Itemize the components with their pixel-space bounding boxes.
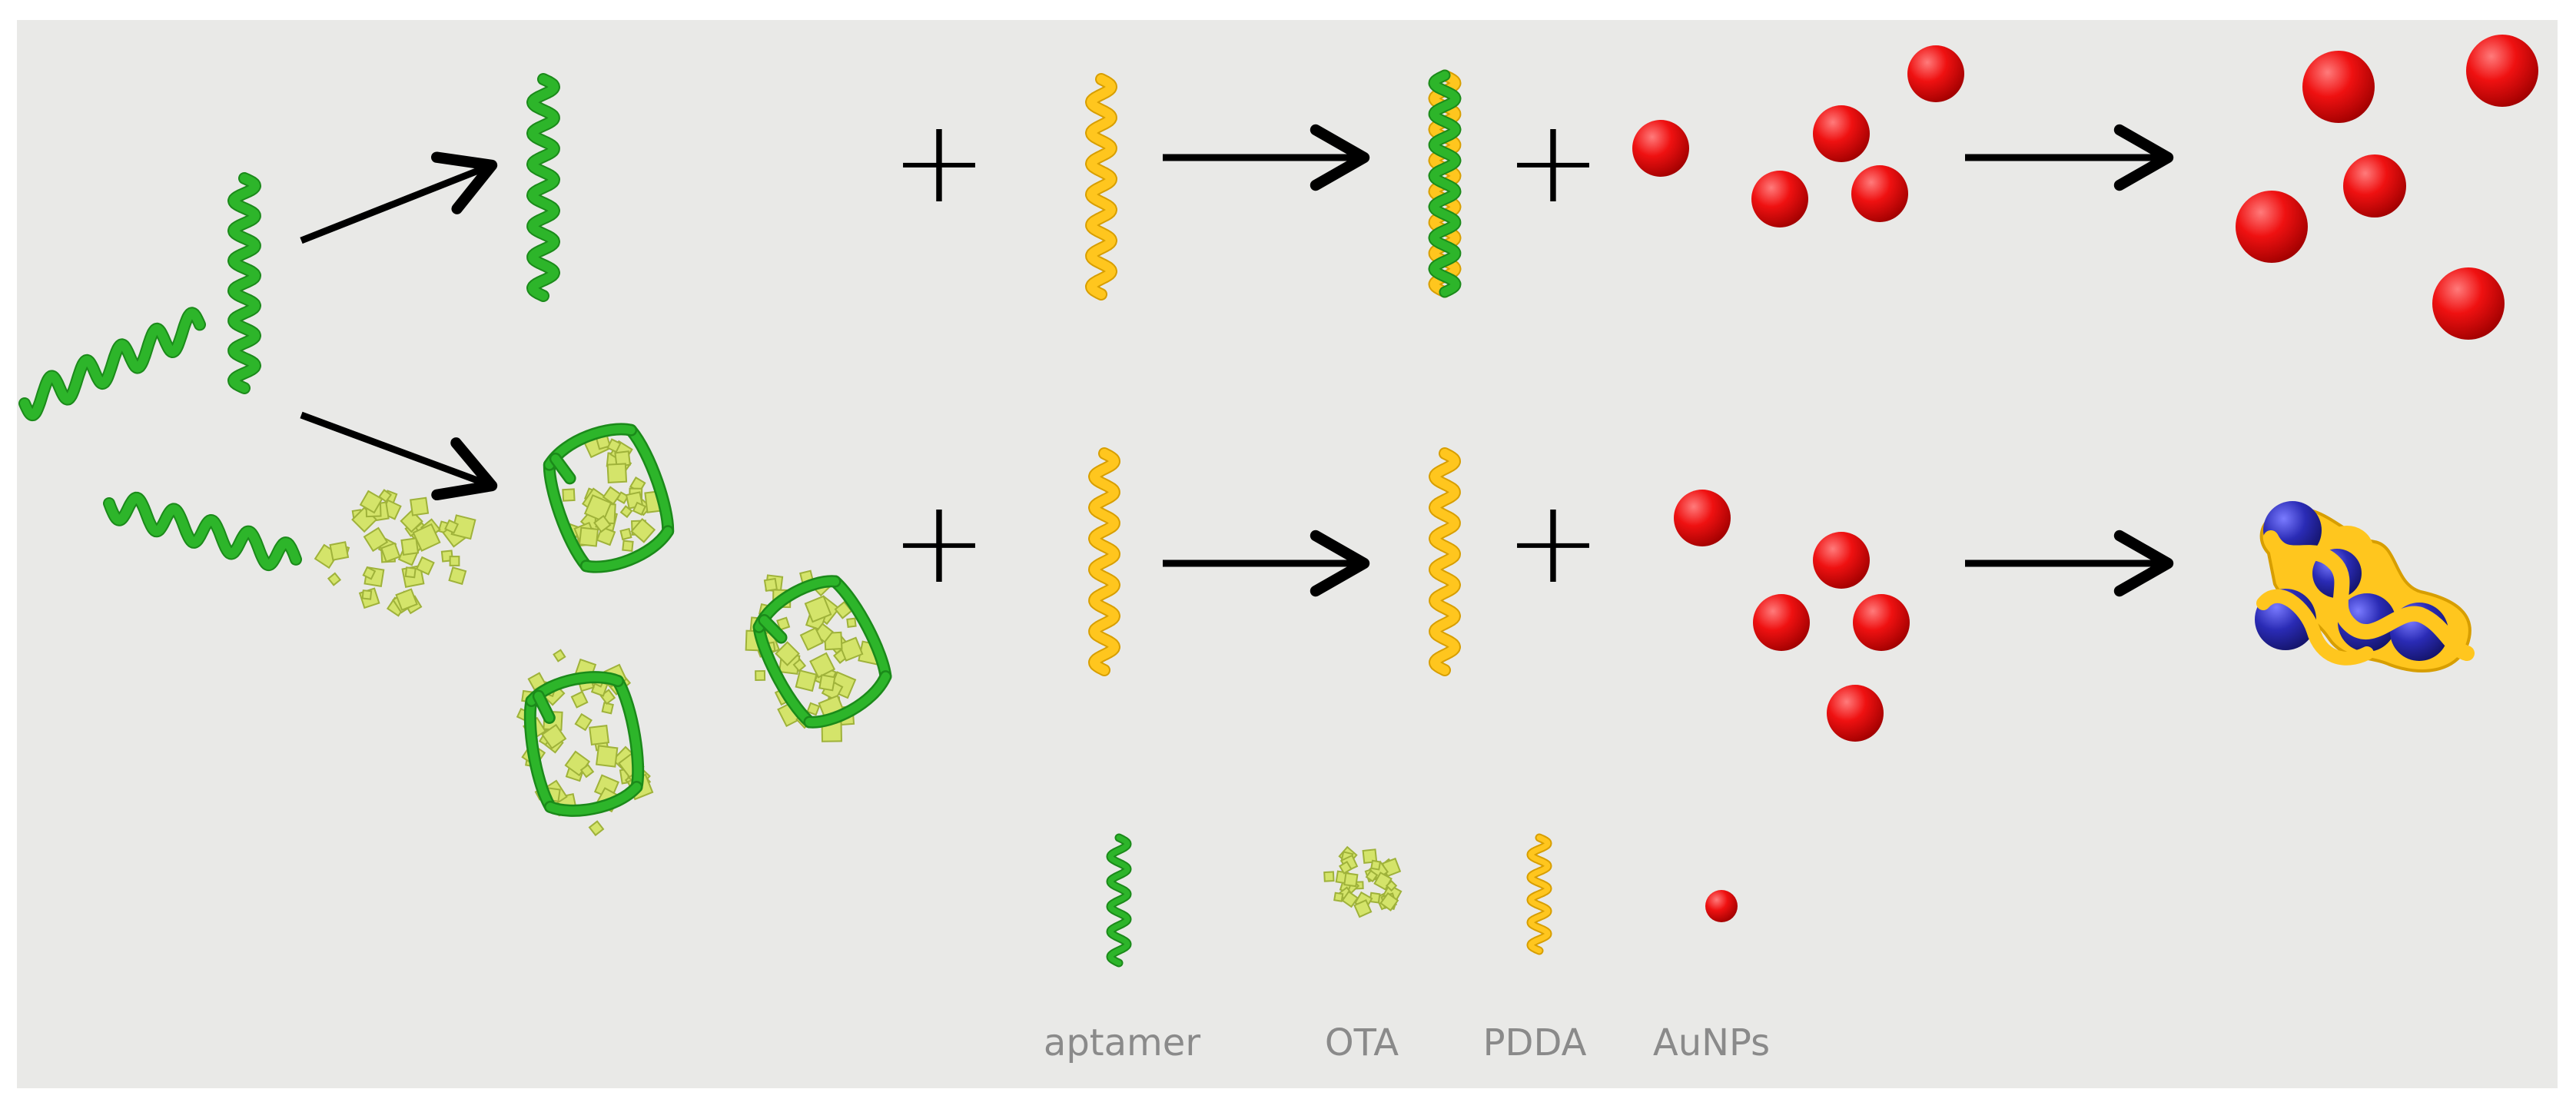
top-pathway: + + — [526, 35, 2538, 340]
aptamer-ota-complex — [745, 569, 892, 742]
aunp — [1907, 45, 1964, 102]
aunp — [2466, 35, 2538, 107]
aunp — [1632, 120, 1689, 177]
plus-sign: + — [1505, 95, 1602, 229]
aggregated-aunps — [2255, 501, 2475, 672]
aunp — [1827, 685, 1884, 742]
aunp — [2343, 154, 2406, 217]
plus-sign: + — [891, 95, 988, 229]
aptamer-ota-complex — [543, 423, 675, 573]
pdda-strand — [1088, 447, 1120, 676]
aunp — [1851, 165, 1908, 222]
legend: aptamer OTA PDDA AuNPs — [1044, 833, 1770, 1064]
plus-sign: + — [1505, 476, 1602, 609]
aunp — [2432, 267, 2505, 340]
legend-label-aunps: AuNPs — [1653, 1021, 1770, 1064]
aunp — [1674, 490, 1731, 546]
legend-label-ota: OTA — [1325, 1021, 1399, 1064]
aunp — [1753, 594, 1810, 651]
bottom-pathway: + + — [516, 423, 2475, 837]
ota-icon — [1323, 845, 1403, 918]
aunp — [1853, 594, 1910, 651]
pdda-icon — [1526, 833, 1552, 955]
aptamer-pdda-duplex — [1428, 69, 1462, 298]
aptamer-ota-complex — [516, 649, 654, 837]
aunp — [1813, 532, 1870, 589]
aptamer-strand — [103, 491, 302, 572]
aunp — [1751, 171, 1808, 227]
aunp — [2302, 51, 2375, 123]
aggregated-aunp — [2338, 593, 2396, 652]
legend-label-pdda: PDDA — [1483, 1021, 1587, 1064]
aptamer-strand — [18, 307, 206, 422]
aptamer-icon — [1106, 833, 1132, 968]
aunp — [1813, 105, 1870, 162]
free-aptamers-and-ota — [18, 172, 476, 617]
aunps-group — [1674, 490, 1910, 742]
free-aptamer — [526, 73, 560, 302]
arrow-to-bottom-pathway — [300, 411, 498, 501]
arrow-to-top-pathway — [300, 151, 498, 244]
aunps-icon — [1705, 890, 1738, 922]
aunps-group — [1632, 45, 1964, 227]
pdda-strand — [1085, 73, 1117, 300]
legend-label-aptamer: aptamer — [1044, 1021, 1200, 1064]
dispersed-aunps — [2236, 35, 2538, 340]
aptamer-strand — [227, 172, 261, 394]
ota-molecule — [314, 489, 476, 617]
plus-sign: + — [891, 476, 988, 609]
aunp — [2236, 191, 2308, 263]
free-pdda-strand — [1429, 447, 1461, 676]
